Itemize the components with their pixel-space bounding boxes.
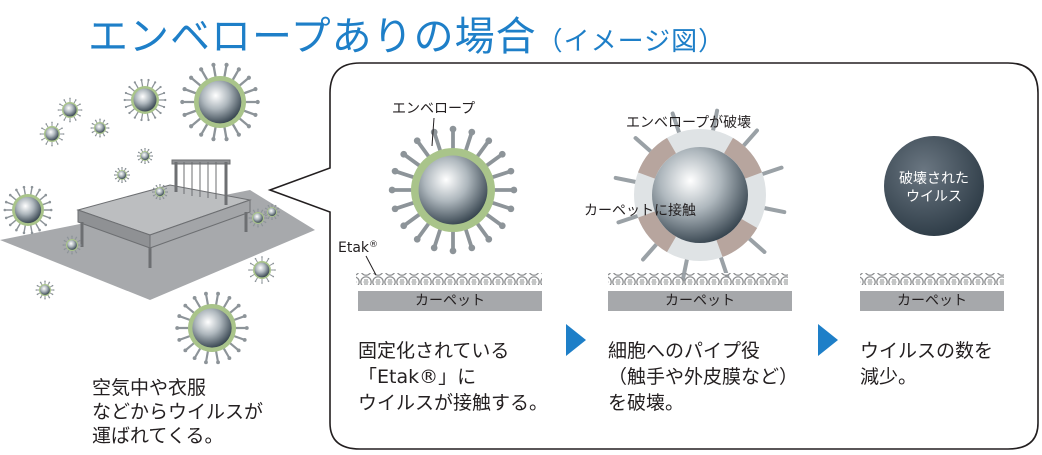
page-title: エンベロープありの場合（イメージ図） (88, 4, 725, 62)
step-3-description: ウイルスの数を 減少。 (860, 340, 994, 388)
etak-label-text: Etak (338, 240, 370, 256)
carpet-block-2: カーペット (608, 291, 792, 311)
title-main: エンベロープありの場合 (88, 14, 537, 60)
carpet-block-3: カーペット (860, 291, 1004, 311)
title-subtitle: （イメージ図） (536, 27, 726, 57)
step-arrow-2 (818, 324, 838, 356)
carpet-contact-label: カーペットに接触 (584, 203, 696, 219)
destroyed-virus-label: 破壊された ウイルス (899, 171, 969, 205)
carpet-block-1: カーペット (358, 291, 542, 311)
bed-illustration (76, 159, 252, 268)
envelope-broken-label: エンベロープが破壊 (626, 115, 752, 131)
envelope-leader-line (431, 117, 435, 147)
virus-intact-icon (388, 125, 518, 255)
etak-registered-mark: ® (369, 240, 379, 250)
virus-broken-icon (613, 108, 787, 282)
etak-leader-line (365, 255, 377, 276)
step-2-description: 細胞へのパイプ役 （触手や外皮膜など） を破壊。 (608, 340, 799, 414)
etak-fiber-row-2 (608, 273, 788, 285)
intro-caption: 空気中や衣服 などからウイルスが 運ばれてくる。 (92, 377, 264, 447)
step-1-description: 固定化されている 「Etak®」に ウイルスが接触する。 (358, 340, 549, 414)
step-arrow-1 (566, 324, 586, 356)
etak-label: Etak® (338, 240, 378, 256)
airborne-viruses (3, 62, 281, 365)
virus-destroyed-icon (884, 136, 984, 236)
envelope-label: エンベロープ (392, 101, 476, 117)
etak-fiber-row-1 (356, 273, 542, 285)
etak-fiber-row-3 (860, 273, 1004, 285)
